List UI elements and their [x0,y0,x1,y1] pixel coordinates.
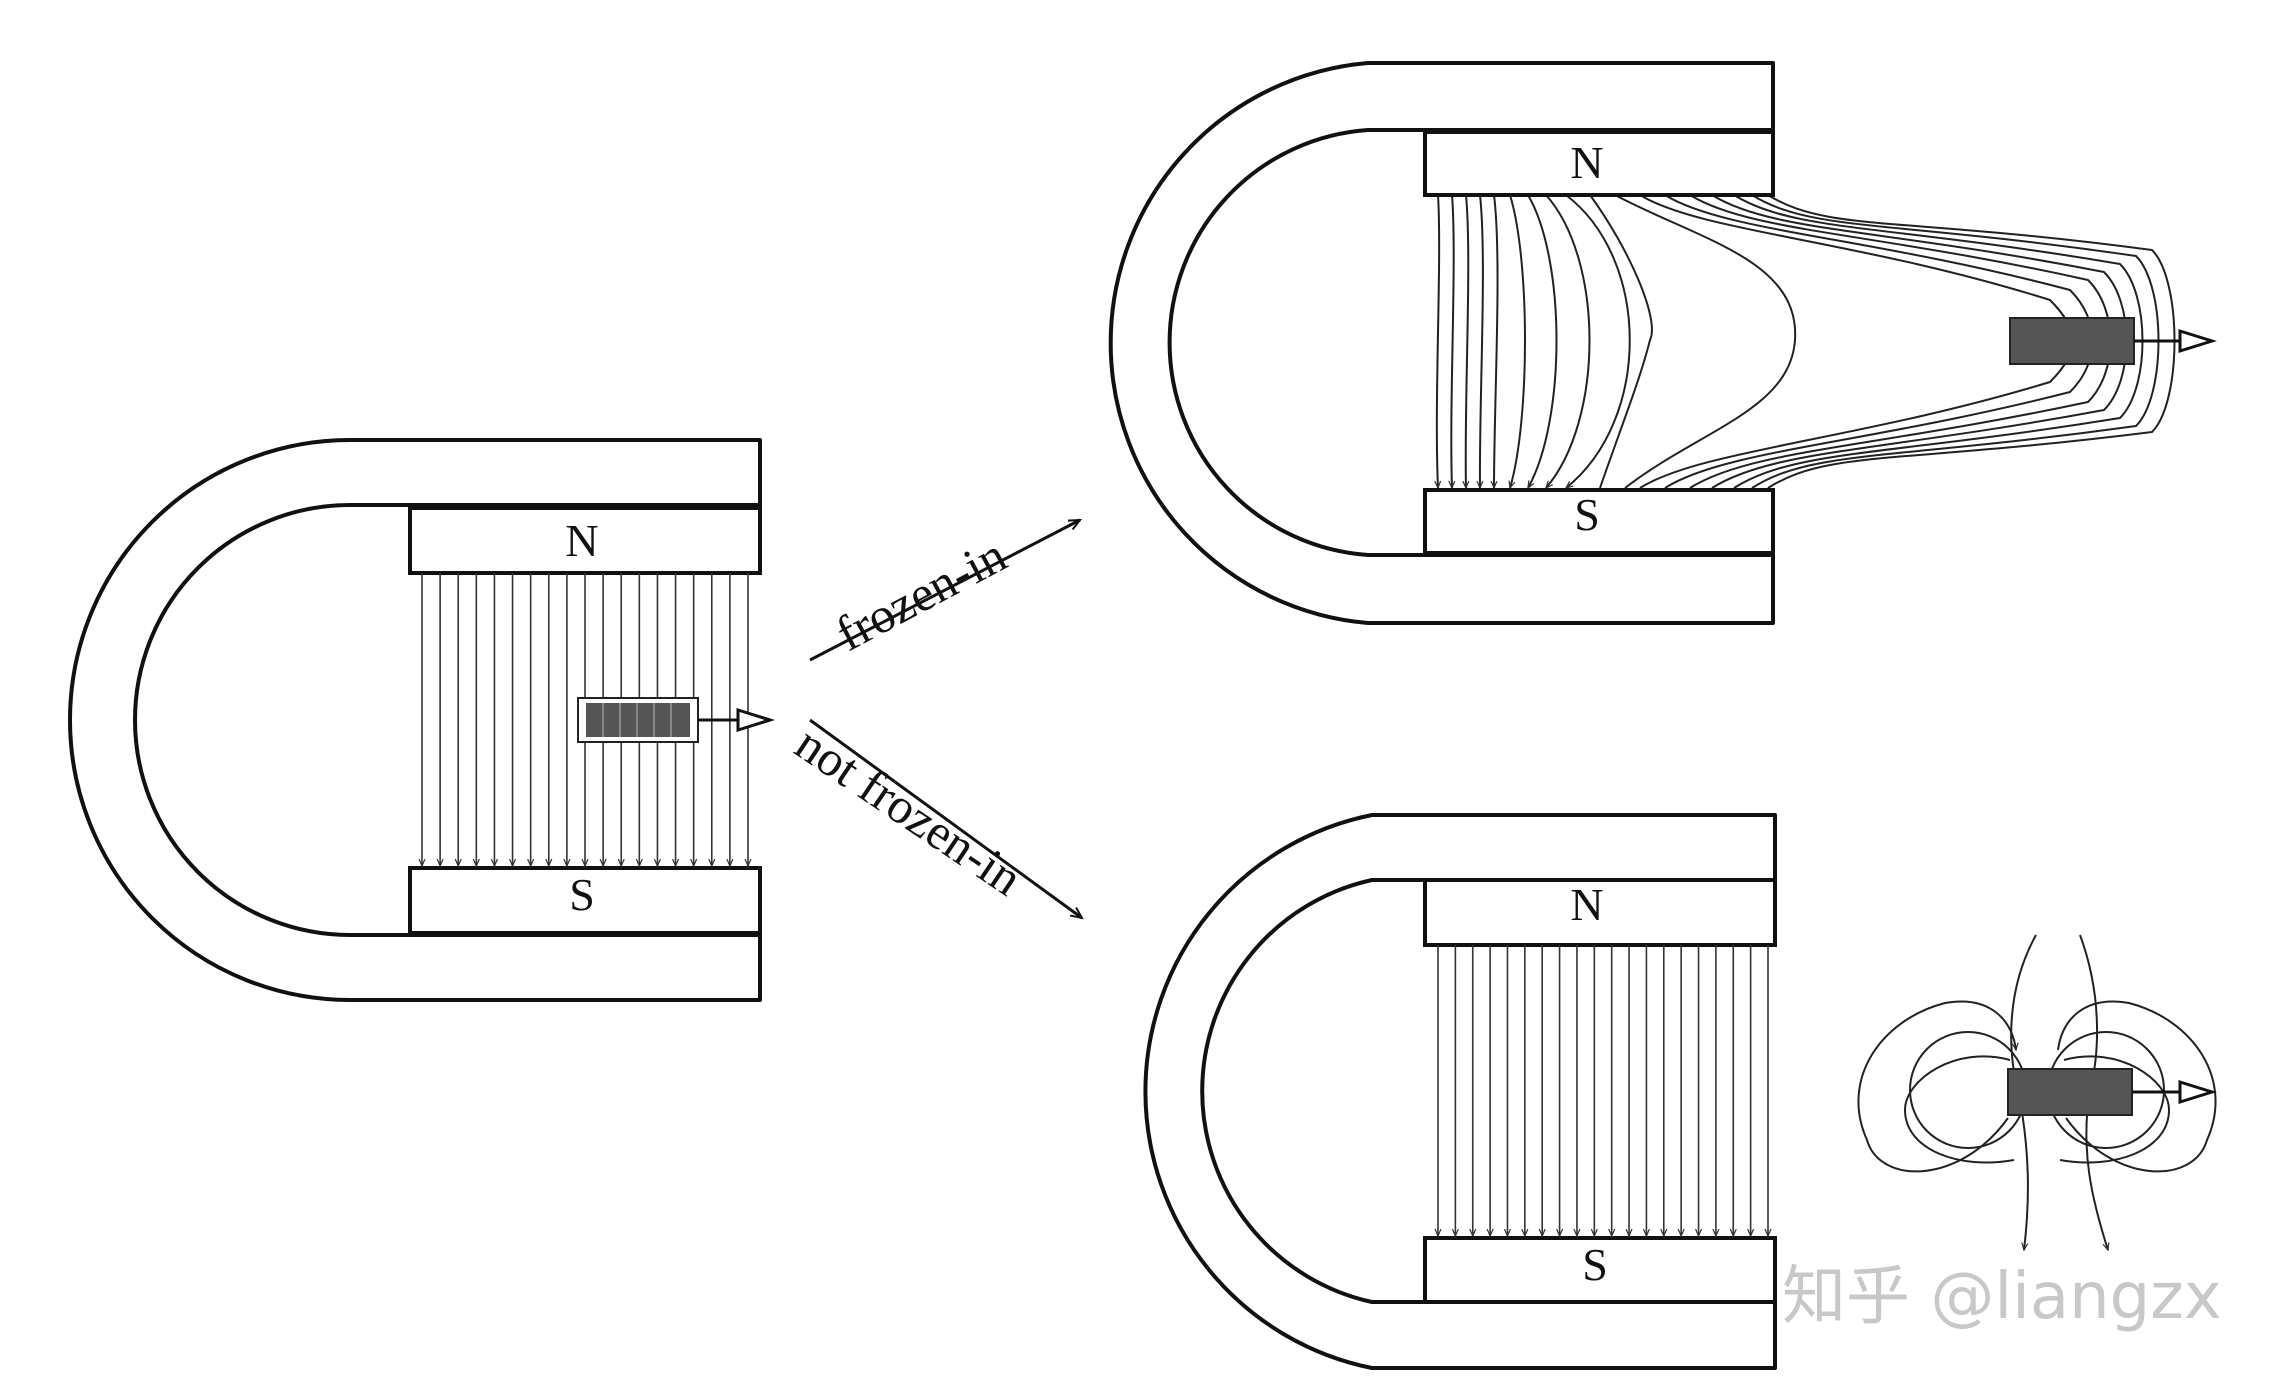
field-line [1510,194,1526,488]
north-pole-label: N [1570,137,1603,188]
conductor-moved-frozen [2009,317,2218,365]
field-line [1437,194,1439,488]
magnet-not-frozen-in: N S [1143,813,2218,1370]
field-line [1614,194,1797,489]
not-frozen-in-label: not frozen-in [786,715,1033,907]
field-line [1480,194,1484,488]
field-lines-uniform [1438,945,1768,1236]
field-line [1546,194,1591,488]
conductor-initial [577,697,776,743]
field-line [1566,194,1631,488]
north-pole-piece [1423,130,1775,197]
watermark: 知乎 @liangzx [1782,1260,2222,1334]
north-pole-label: N [1570,879,1603,930]
south-pole-label: S [569,869,595,920]
field-line [1494,194,1499,488]
south-pole-label: S [1582,1239,1608,1290]
conductor-bar [2009,317,2135,365]
field-line [1527,194,1558,488]
frozen-in-arrow [809,518,1080,662]
frozen-in-label: frozen-in [827,526,1015,661]
horseshoe-yoke [1108,61,1775,625]
motion-arrow-head-icon [736,707,776,733]
conductor-bar [2007,1068,2133,1116]
south-pole-piece [408,866,762,935]
motion-arrow-head-icon [2178,1079,2218,1105]
north-pole-piece [1423,878,1777,947]
conductor-bar-core [586,703,690,737]
magnet-frozen-in: N S [1108,61,2218,625]
north-pole-label: N [565,515,598,566]
motion-arrow-head-icon [2178,328,2218,354]
field-line [1466,194,1469,488]
south-pole-piece [1423,1236,1777,1304]
magnet-initial: N S [68,438,776,1002]
field-line [1589,194,1653,489]
not-frozen-in-arrow [809,718,1082,918]
conductor-moved-free [1857,934,2218,1250]
branch-arrows: frozen-in not frozen-in [786,518,1082,918]
horseshoe-yoke [68,438,762,1002]
south-pole-label: S [1574,489,1600,540]
horseshoe-yoke [1143,813,1777,1370]
north-pole-piece [408,506,762,575]
conductor-stripes [602,703,672,737]
field-line [1451,194,1453,488]
south-pole-piece [1423,488,1775,555]
